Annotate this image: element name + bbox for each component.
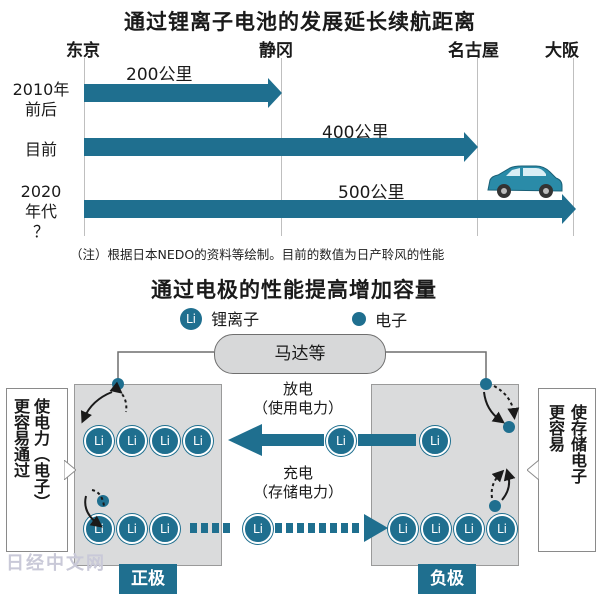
charge-arrow-head (364, 514, 388, 542)
charge-arrow-dots (190, 523, 359, 533)
charge-label: 充电 （存储电力） (252, 464, 343, 501)
distance-chart-title: 通过锂离子电池的发展延长续航距离 (124, 10, 476, 34)
electron-neg-bottom (489, 500, 501, 512)
ion-neg-bottom-2: Li (421, 514, 451, 544)
footnote: （注）根据日本NEDO的资料等绘制。目前的数值为日产聆风的性能 (70, 247, 445, 262)
left-note-box (6, 388, 68, 552)
electron-neg-mid (503, 421, 515, 433)
motor-box: 马达等 (214, 334, 386, 374)
ion-pos-bottom-3: Li (150, 514, 180, 544)
electron-neg-top (480, 378, 492, 390)
distance-bar-current (84, 132, 478, 162)
left-note-line1: 使电力（电子） (31, 398, 50, 510)
ion-pos-top-3: Li (150, 426, 180, 456)
right-note-line2: 更容易 (546, 404, 565, 452)
ion-pos-bottom-2: Li (117, 514, 147, 544)
legend-ion: Li 锂离子 (180, 306, 259, 330)
right-note-pointer (527, 460, 539, 480)
legend-ion-icon: Li (180, 307, 202, 330)
distance-bar-2020s (84, 194, 576, 224)
right-note-line1: 使存储电子 (568, 404, 587, 484)
ion-neg-bottom-1: Li (388, 514, 418, 544)
ion-neg-top-1: Li (420, 426, 450, 456)
electron-pos-bottom (97, 495, 109, 507)
car-icon (487, 165, 563, 198)
negative-electrode-label: 负极 (418, 564, 476, 594)
city-divider-osaka (573, 58, 574, 236)
distance-bar-2010 (84, 78, 282, 108)
electrode-diagram-title: 通过电极的性能提高增加容量 (151, 278, 437, 302)
watermark: 日经中文网 (6, 553, 106, 574)
legend-electron-icon (352, 312, 366, 326)
row-label-2020s: 2020 年代 ？ (20, 182, 62, 241)
positive-electrode-label: 正极 (119, 564, 177, 594)
left-note-line2: 更容易通过 (11, 398, 30, 478)
ion-pos-top-1: Li (84, 426, 114, 456)
row-label-current: 目前 (24, 140, 57, 159)
distance-label-500: 500公里 (338, 183, 405, 203)
discharge-arrow-shaft-right (358, 434, 416, 446)
discharge-label: 放电 （使用电力） (252, 380, 343, 417)
ion-pos-top-4: Li (183, 426, 213, 456)
discharge-arrow-shaft-left (260, 434, 324, 446)
ion-moving-charge: Li (243, 514, 273, 544)
ion-pos-top-2: Li (117, 426, 147, 456)
row-label-2010: 2010年 前后 (12, 80, 70, 119)
ion-moving-discharge: Li (326, 426, 356, 456)
left-note-pointer (64, 460, 76, 480)
city-label-osaka: 大阪 (545, 41, 579, 61)
discharge-arrow-head (228, 424, 262, 456)
ion-neg-bottom-4: Li (487, 514, 517, 544)
distance-label-200: 200公里 (126, 65, 193, 85)
city-label-shizuoka: 静冈 (259, 41, 293, 61)
ion-neg-bottom-3: Li (454, 514, 484, 544)
legend-electron: 电子 (352, 307, 407, 331)
city-label-tokyo: 东京 (66, 41, 100, 61)
city-label-nagoya: 名古屋 (448, 41, 499, 61)
right-note-box (538, 388, 596, 552)
